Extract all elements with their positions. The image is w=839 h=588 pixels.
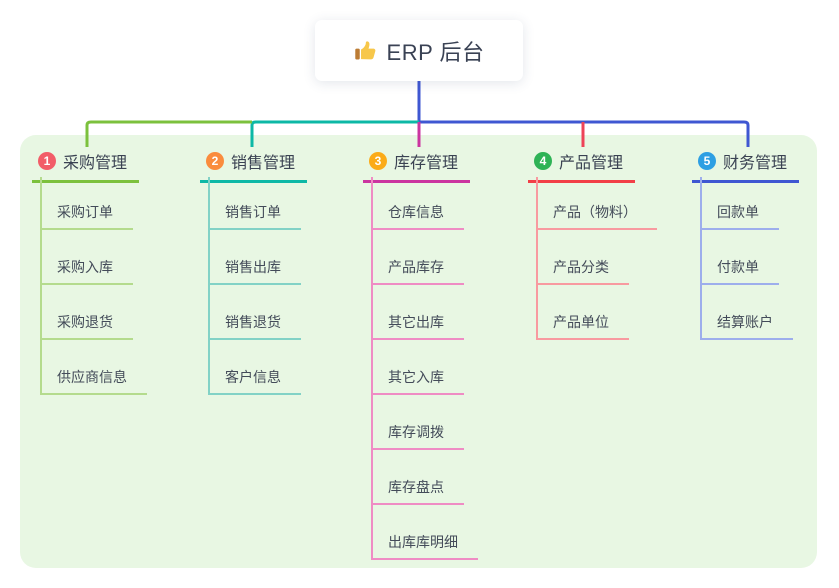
- branch-node-inventory[interactable]: 3 库存管理: [363, 149, 471, 183]
- child-node[interactable]: 供应商信息: [40, 367, 147, 395]
- branch-label: 销售管理: [231, 155, 296, 172]
- branch-node-sales[interactable]: 2 销售管理: [200, 149, 308, 183]
- mindmap-background-panel: [20, 135, 817, 568]
- child-node[interactable]: 销售出库: [208, 257, 301, 285]
- branch-number-badge: 1: [38, 152, 56, 170]
- child-node[interactable]: 其它出库: [371, 312, 464, 340]
- child-node[interactable]: 产品库存: [371, 257, 464, 285]
- child-node[interactable]: 销售订单: [208, 202, 301, 230]
- child-connector-line: [40, 177, 42, 393]
- branch-node-product[interactable]: 4 产品管理: [528, 149, 636, 183]
- branch-number-badge: 3: [369, 152, 387, 170]
- branch-label: 库存管理: [394, 155, 459, 172]
- child-node[interactable]: 产品（物料）: [536, 202, 657, 230]
- child-node[interactable]: 库存盘点: [371, 477, 464, 505]
- branch-inventory-management: 3 库存管理 仓库信息 产品库存 其它出库 其它入库 库存调拨 库存盘点 出库库…: [363, 0, 533, 588]
- child-connector-line: [371, 177, 373, 558]
- branch-number-badge: 4: [534, 152, 552, 170]
- branch-label: 产品管理: [559, 155, 624, 172]
- child-node[interactable]: 销售退货: [208, 312, 301, 340]
- root-node[interactable]: ERP 后台: [315, 20, 523, 81]
- child-node[interactable]: 产品单位: [536, 312, 629, 340]
- child-node[interactable]: 仓库信息: [371, 202, 464, 230]
- child-connector-line: [536, 177, 538, 338]
- child-node[interactable]: 产品分类: [536, 257, 629, 285]
- branch-purchase-management: 1 采购管理 采购订单 采购入库 采购退货 供应商信息: [32, 0, 202, 588]
- child-node[interactable]: 采购入库: [40, 257, 133, 285]
- child-node[interactable]: 客户信息: [208, 367, 301, 395]
- child-connector-line: [208, 177, 210, 393]
- child-node[interactable]: 结算账户: [700, 312, 793, 340]
- branch-finance-management: 5 财务管理 回款单 付款单 结算账户: [692, 0, 839, 588]
- branch-number-badge: 5: [698, 152, 716, 170]
- child-node[interactable]: 采购订单: [40, 202, 133, 230]
- thumbs-up-icon: [354, 39, 377, 62]
- child-node[interactable]: 出库库明细: [371, 532, 478, 560]
- branch-node-purchase[interactable]: 1 采购管理: [32, 149, 140, 183]
- branch-label: 采购管理: [63, 155, 128, 172]
- child-connector-line: [700, 177, 702, 338]
- branch-node-finance[interactable]: 5 财务管理: [692, 149, 800, 183]
- branch-product-management: 4 产品管理 产品（物料） 产品分类 产品单位: [528, 0, 698, 588]
- root-node-label: ERP 后台: [386, 39, 485, 65]
- child-node[interactable]: 其它入库: [371, 367, 464, 395]
- child-node[interactable]: 付款单: [700, 257, 779, 285]
- child-node[interactable]: 回款单: [700, 202, 779, 230]
- branch-label: 财务管理: [723, 155, 788, 172]
- branch-number-badge: 2: [206, 152, 224, 170]
- child-node[interactable]: 库存调拨: [371, 422, 464, 450]
- branch-sales-management: 2 销售管理 销售订单 销售出库 销售退货 客户信息: [200, 0, 370, 588]
- child-node[interactable]: 采购退货: [40, 312, 133, 340]
